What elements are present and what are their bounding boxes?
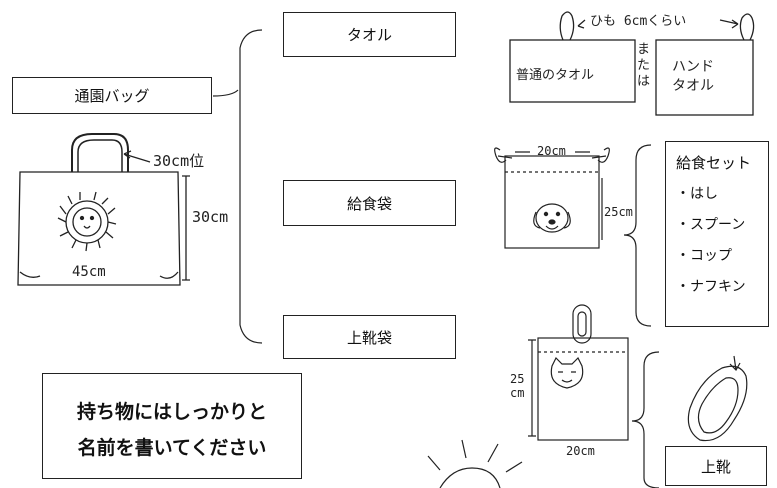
towel-label: タオル xyxy=(346,26,392,44)
shoe-label-box: 上靴 xyxy=(665,446,767,486)
notice-line-2: 名前を書いてください xyxy=(77,437,267,459)
lunch-set-title: 給食セット xyxy=(676,154,752,172)
lunch-set-item: ・はし xyxy=(676,186,718,202)
lunch-set-item: ・スプーン xyxy=(676,217,746,233)
hand-towel-label: ハンド タオル xyxy=(672,59,714,94)
lunch-bag-width-note: 20cm xyxy=(537,144,566,158)
main-bag-label-box: 通園バッグ xyxy=(12,77,212,114)
shoe-bag-height-note: 25 cm xyxy=(510,372,525,400)
shoe-bag-label-box: 上靴袋 xyxy=(283,315,456,359)
lunch-set-box: 給食セット ・はし ・スプーン ・コップ ・ナフキン xyxy=(665,141,769,327)
shoe-bag-width-note: 20cm xyxy=(566,444,595,458)
towel-loop-note: ひも 6cmくらい xyxy=(590,14,687,29)
towel-label-box: タオル xyxy=(283,12,456,57)
lunch-bag-height-note: 25cm xyxy=(604,205,633,219)
lunch-bag-label: 給食袋 xyxy=(346,194,392,213)
notice-line-1: 持ち物にはしっかりと xyxy=(76,401,267,423)
lunch-set-item: ・コップ xyxy=(676,248,732,264)
shoe-bag-label: 上靴袋 xyxy=(346,328,392,347)
lunch-bag-label-box: 給食袋 xyxy=(283,180,456,226)
notice-box: 持ち物にはしっかりと 名前を書いてください xyxy=(42,373,302,479)
lunch-set-item: ・ナフキン xyxy=(676,279,746,295)
handle-length-note: 30cm位 xyxy=(153,152,205,170)
main-bag-label: 通園バッグ xyxy=(74,87,150,105)
towel-or-text: または xyxy=(637,42,651,89)
bag-width-note: 45cm xyxy=(72,264,106,280)
shoe-label: 上靴 xyxy=(700,457,731,476)
bag-height-note: 30cm xyxy=(192,208,229,226)
regular-towel-label: 普通のタオル xyxy=(516,68,595,83)
